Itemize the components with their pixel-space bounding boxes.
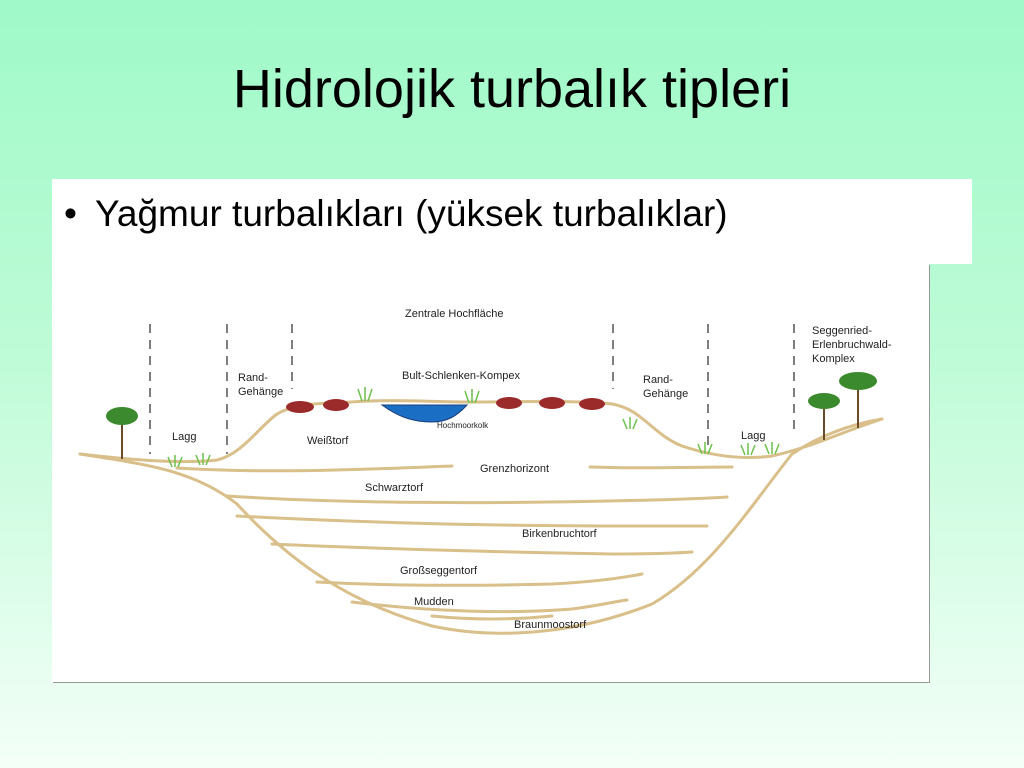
grass-8	[764, 442, 780, 455]
bog-cross-section: Zentrale Hochfläche Bult-Schlenken-Kompe…	[78, 308, 892, 635]
label-rand-right-2: Gehänge	[643, 388, 688, 400]
grass-1	[167, 455, 183, 468]
label-rand-right-1: Rand-	[643, 374, 673, 386]
braunmoostorf-line	[430, 614, 554, 621]
tree-right-2	[839, 372, 877, 428]
bullet-item: • Yağmur turbalıkları (yüksek turbalıkla…	[64, 193, 728, 235]
tree-right-1	[808, 393, 840, 440]
label-grenzhorizont: Grenzhorizont	[480, 463, 549, 475]
basin-outline	[78, 417, 884, 635]
grass-3	[357, 387, 373, 402]
grass-tufts	[167, 387, 780, 468]
hummock-5	[579, 398, 605, 410]
grass-7	[740, 443, 756, 456]
label-seggen-3: Komplex	[812, 353, 855, 365]
bullet-text: Yağmur turbalıkları (yüksek turbalıklar)	[94, 193, 728, 234]
label-weisstorf: Weißtorf	[307, 435, 349, 447]
tree-left	[106, 407, 138, 459]
grass-6	[697, 442, 713, 455]
slide-title: Hidrolojik turbalık tipleri	[232, 59, 792, 119]
label-grossseggentorf: Großseggentorf	[400, 565, 478, 577]
label-schwarztorf: Schwarztorf	[365, 482, 424, 494]
hummock-2	[323, 399, 349, 411]
hochmoorkolk-pool	[380, 404, 469, 423]
label-bult: Bult-Schlenken-Kompex	[402, 370, 521, 382]
label-mudden: Mudden	[414, 596, 454, 608]
grass-4	[464, 389, 480, 404]
mudden-line	[350, 598, 629, 614]
hummock-4	[539, 397, 565, 409]
hummocks	[286, 397, 605, 413]
schwarztorf-boundary	[225, 494, 729, 505]
bullet-marker: •	[64, 193, 77, 234]
zone-separators	[149, 324, 795, 454]
label-lagg-left: Lagg	[172, 431, 196, 443]
grass-2	[195, 453, 211, 466]
birkenbruchtorf-line-2	[270, 542, 694, 556]
grass-5	[622, 417, 638, 430]
label-seggen-1: Seggenried-	[812, 325, 872, 337]
label-lagg-right: Lagg	[741, 430, 765, 442]
grossseggentorf-line	[315, 572, 644, 587]
label-birkenbruchtorf: Birkenbruchtorf	[522, 528, 598, 540]
label-zentrale: Zentrale Hochfläche	[405, 308, 503, 320]
label-rand-left-1: Rand-	[238, 372, 268, 384]
label-seggen-2: Erlenbruchwald-	[812, 339, 892, 351]
birkenbruchtorf-line-1	[235, 514, 709, 528]
label-hochmoorkolk: Hochmoorkolk	[437, 421, 489, 430]
hummock-3	[496, 397, 522, 409]
grenzhorizont-line	[175, 464, 454, 473]
bullet-box: • Yağmur turbalıkları (yüksek turbalıkla…	[52, 179, 972, 264]
grenzhorizont-line-right	[588, 465, 734, 470]
hummock-1	[286, 401, 314, 413]
label-braunmoostorf: Braunmoostorf	[514, 619, 587, 631]
label-rand-left-2: Gehänge	[238, 386, 283, 398]
raised-bog-diagram: Zentrale Hochfläche Bult-Schlenken-Kompe…	[52, 264, 929, 682]
